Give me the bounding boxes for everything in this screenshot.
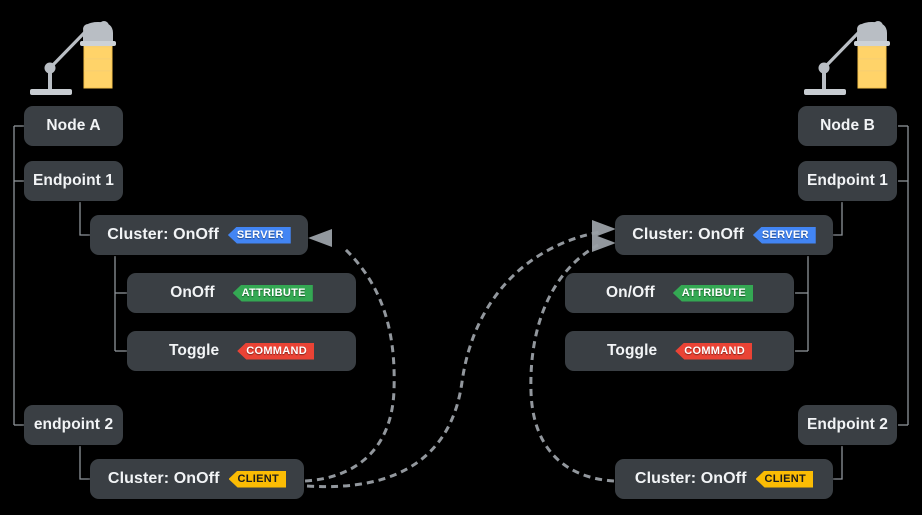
arrowhead-right-server-a [592,220,616,238]
arrowhead-left-server [308,229,332,247]
client-badge-right: CLIENT [755,470,814,488]
lamp-icon-left [30,21,116,95]
right-cluster-server-label: Cluster: OnOff [632,226,744,243]
node-a-label: Node A [46,117,101,134]
right-attribute-label: On/Off [605,284,655,301]
right-endpoint-1-label: Endpoint 1 [806,172,889,189]
left-cluster-onoff-server-box[interactable]: Cluster: OnOff SERVER [90,215,308,255]
left-cluster-onoff-client-box[interactable]: Cluster: OnOff CLIENT [90,459,304,499]
left-cluster-client-label: Cluster: OnOff [107,470,220,487]
right-endpoint-2-label: Endpoint 2 [806,416,889,433]
node-b-box[interactable]: Node B [798,106,897,146]
left-command-toggle-box[interactable]: Toggle COMMAND [127,331,356,371]
server-badge-right: SERVER [752,226,816,244]
node-b-label: Node B [820,117,875,134]
left-command-label: Toggle [168,342,220,359]
left-endpoint-2-box[interactable]: endpoint 2 [24,405,123,445]
left-cluster-server-label: Cluster: OnOff [107,226,219,243]
right-command-label: Toggle [606,342,658,359]
arrowhead-right-server-b [592,234,616,252]
left-endpoint-2-label: endpoint 2 [33,416,114,433]
right-cluster-client-label: Cluster: OnOff [634,470,747,487]
left-endpoint-1-box[interactable]: Endpoint 1 [24,161,123,201]
client-badge-left: CLIENT [228,470,287,488]
command-badge-left: COMMAND [237,342,314,360]
right-cluster-onoff-client-box[interactable]: Cluster: OnOff CLIENT [615,459,833,499]
right-command-toggle-box[interactable]: Toggle COMMAND [565,331,794,371]
left-endpoint-1-label: Endpoint 1 [32,172,115,189]
command-badge-right: COMMAND [675,342,752,360]
right-endpoint-2-box[interactable]: Endpoint 2 [798,405,897,445]
attribute-badge-right: ATTRIBUTE [672,284,754,302]
node-a-box[interactable]: Node A [24,106,123,146]
lamp-icon-right [804,21,890,95]
right-endpoint-1-box[interactable]: Endpoint 1 [798,161,897,201]
server-badge-left: SERVER [227,226,291,244]
right-cluster-onoff-server-box[interactable]: Cluster: OnOff SERVER [615,215,833,255]
attribute-badge-left: ATTRIBUTE [232,284,313,302]
left-attribute-onoff-box[interactable]: OnOff ATTRIBUTE [127,273,356,313]
left-attribute-label: OnOff [170,284,215,301]
right-attribute-onoff-box[interactable]: On/Off ATTRIBUTE [565,273,794,313]
